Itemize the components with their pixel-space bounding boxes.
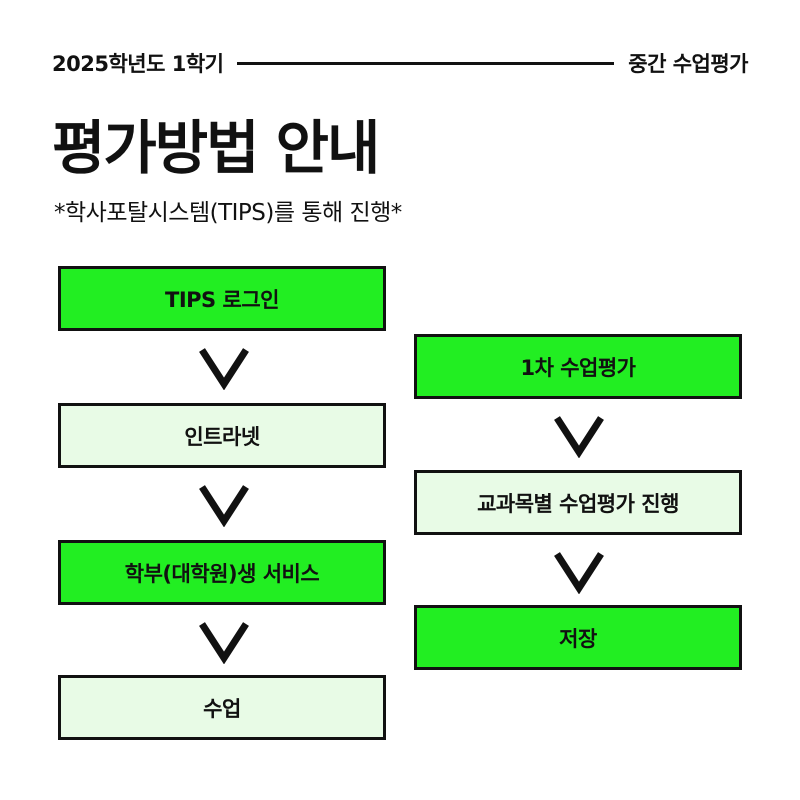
- semester-label: 2025학년도 1학기: [52, 52, 224, 76]
- step-save: 저장: [414, 605, 742, 670]
- page-title: 평가방법 안내: [52, 114, 380, 182]
- evaluation-label: 중간 수업평가: [628, 52, 748, 76]
- chevron-down-icon: [197, 346, 251, 390]
- step-first-evaluation: 1차 수업평가: [414, 334, 742, 399]
- chevron-down-icon: [197, 483, 251, 527]
- chevron-down-icon: [197, 620, 251, 664]
- step-class: 수업: [58, 675, 386, 740]
- chevron-down-icon: [552, 414, 606, 458]
- step-intranet: 인트라넷: [58, 403, 386, 468]
- header: 2025학년도 1학기 중간 수업평가: [52, 48, 748, 78]
- page-subtitle: *학사포탈시스템(TIPS)를 통해 진행*: [54, 200, 402, 226]
- chevron-down-icon: [552, 550, 606, 594]
- step-student-service: 학부(대학원)생 서비스: [58, 540, 386, 605]
- step-tips-login: TIPS 로그인: [58, 266, 386, 331]
- step-course-evaluation: 교과목별 수업평가 진행: [414, 470, 742, 535]
- header-divider: [237, 61, 615, 65]
